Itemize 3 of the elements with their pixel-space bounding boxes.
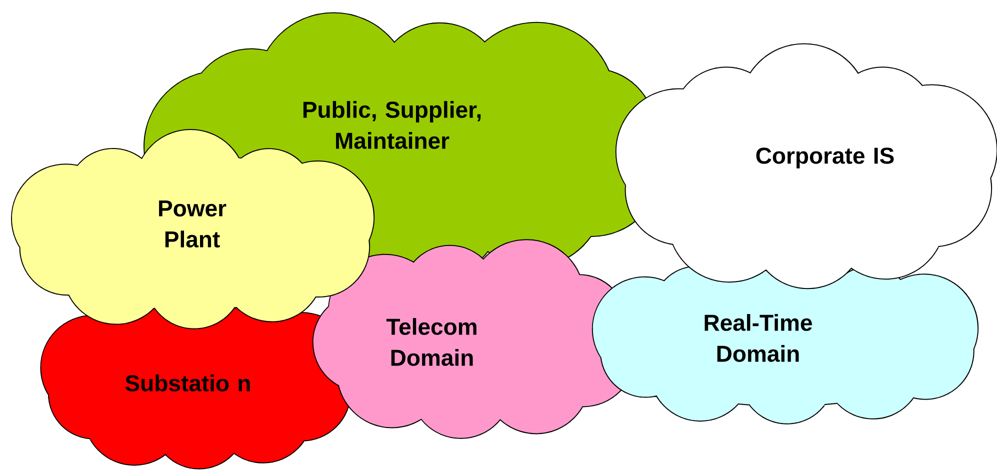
cloud: Telecom Domain (312, 239, 636, 439)
cloud: Real-Time Domain (592, 249, 979, 424)
cloud: Corporate IS (615, 43, 997, 290)
